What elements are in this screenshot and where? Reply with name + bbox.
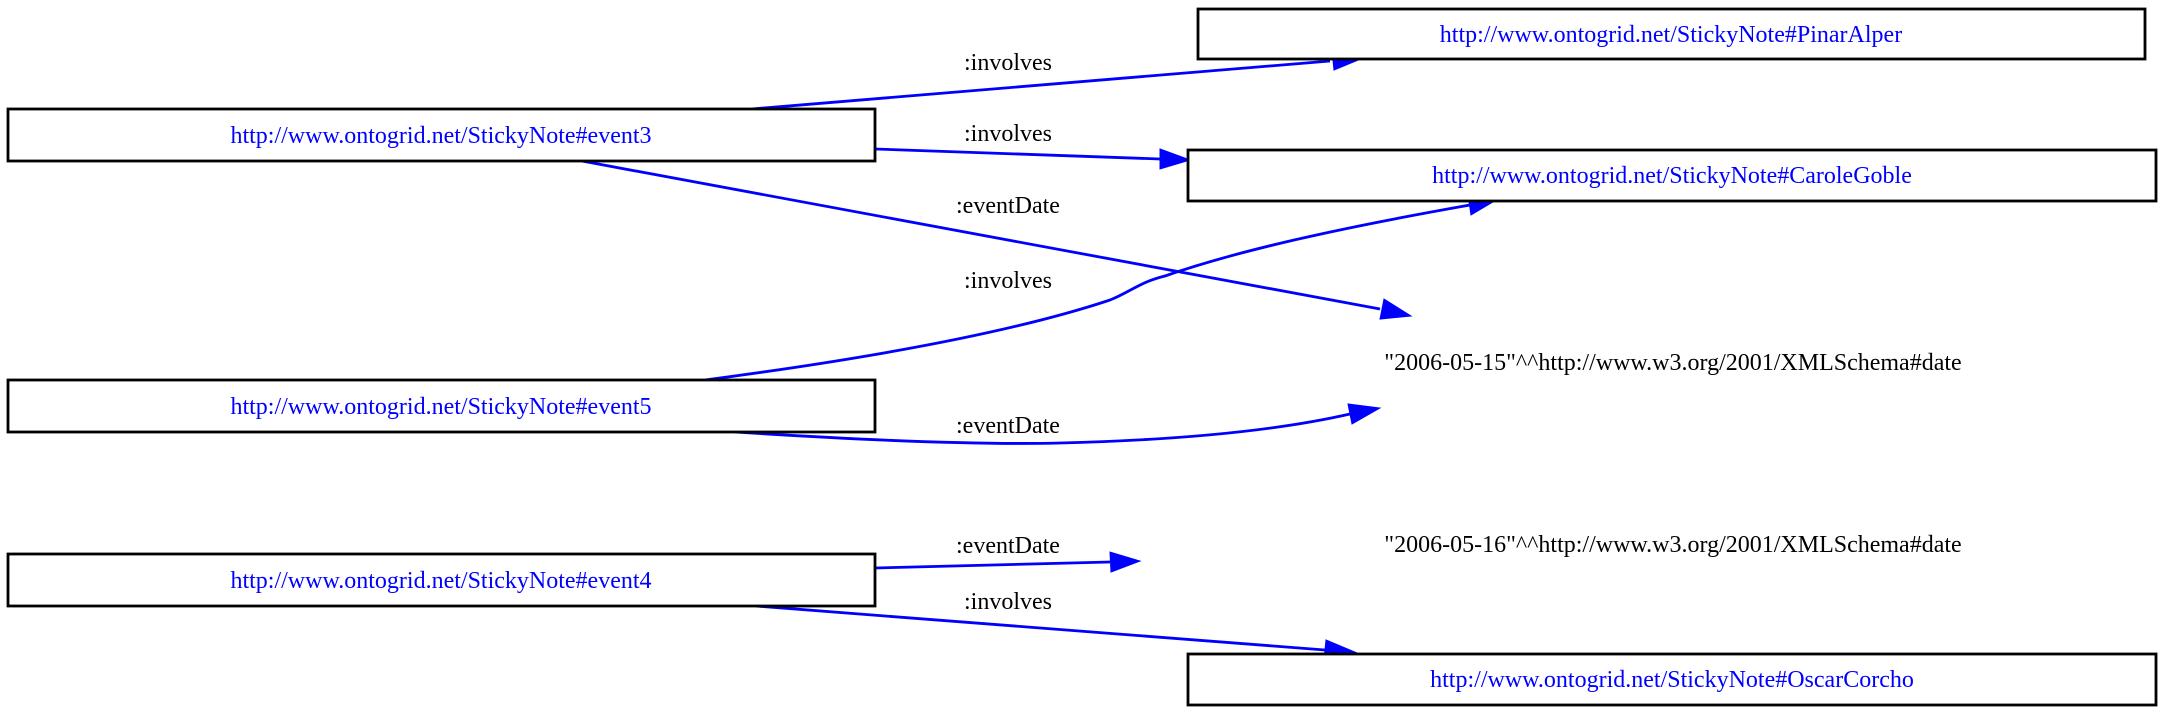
edge-event4-eventdate-literal: :eventDate: [874, 533, 1142, 573]
edge-label: :involves: [964, 50, 1052, 76]
edge-line: [581, 159, 1381, 311]
edge-event5-involves-carolegoble: :involves: [704, 194, 1500, 382]
node-label[interactable]: http://www.ontogrid.net/StickyNote#Carol…: [1432, 163, 1912, 189]
edge-event5-eventdate-literal: :eventDate: [734, 403, 1382, 445]
node-box: [6, 378, 877, 434]
edge-label: :eventDate: [956, 413, 1060, 439]
edge-label: :eventDate: [956, 193, 1060, 219]
node-label[interactable]: http://www.ontogrid.net/StickyNote#event…: [230, 394, 651, 420]
arrowhead: [1379, 298, 1413, 320]
edge-label: :involves: [964, 268, 1052, 294]
node-box: [6, 552, 877, 608]
edge-label: :eventDate: [956, 533, 1060, 559]
node-pinaralper[interactable]: http://www.ontogrid.net/StickyNote#Pinar…: [1196, 7, 2147, 61]
literal-date-2006-05-16: "2006-05-16"^^http://www.w3.org/2001/XML…: [1384, 532, 1961, 558]
node-event4[interactable]: http://www.ontogrid.net/StickyNote#event…: [6, 552, 877, 608]
edge-event3-eventdate-literal: :eventDate: [581, 159, 1413, 320]
node-carolegoble[interactable]: http://www.ontogrid.net/StickyNote#Carol…: [1186, 148, 2158, 203]
node-oscarcorcho[interactable]: http://www.ontogrid.net/StickyNote#Oscar…: [1186, 652, 2158, 707]
edge-label: :involves: [964, 589, 1052, 615]
node-box: [1196, 7, 2147, 61]
edge-event3-involves-carolegoble: :involves: [874, 121, 1192, 170]
node-label[interactable]: http://www.ontogrid.net/StickyNote#event…: [230, 123, 651, 149]
node-label[interactable]: http://www.ontogrid.net/StickyNote#Pinar…: [1440, 22, 1902, 48]
literal-label: "2006-05-16"^^http://www.w3.org/2001/XML…: [1384, 532, 1961, 558]
node-box: [6, 107, 877, 163]
edge-line: [734, 412, 1351, 445]
edge-line: [751, 59, 1331, 111]
node-box: [1186, 652, 2158, 707]
edge-line: [755, 604, 1326, 652]
node-label[interactable]: http://www.ontogrid.net/StickyNote#Oscar…: [1430, 667, 1914, 693]
literal-label: "2006-05-15"^^http://www.w3.org/2001/XML…: [1384, 350, 1961, 376]
edge-line: [874, 560, 1111, 570]
arrowhead: [1347, 403, 1382, 425]
edge-line: [704, 203, 1471, 382]
arrowhead: [1159, 148, 1192, 170]
edge-line: [874, 147, 1161, 161]
node-box: [1186, 148, 2158, 203]
literal-date-2006-05-15: "2006-05-15"^^http://www.w3.org/2001/XML…: [1384, 350, 1961, 376]
edge-label: :involves: [964, 121, 1052, 147]
arrowhead: [1109, 551, 1142, 573]
node-event3[interactable]: http://www.ontogrid.net/StickyNote#event…: [6, 107, 877, 163]
node-event5[interactable]: http://www.ontogrid.net/StickyNote#event…: [6, 378, 877, 434]
node-label[interactable]: http://www.ontogrid.net/StickyNote#event…: [230, 568, 651, 594]
